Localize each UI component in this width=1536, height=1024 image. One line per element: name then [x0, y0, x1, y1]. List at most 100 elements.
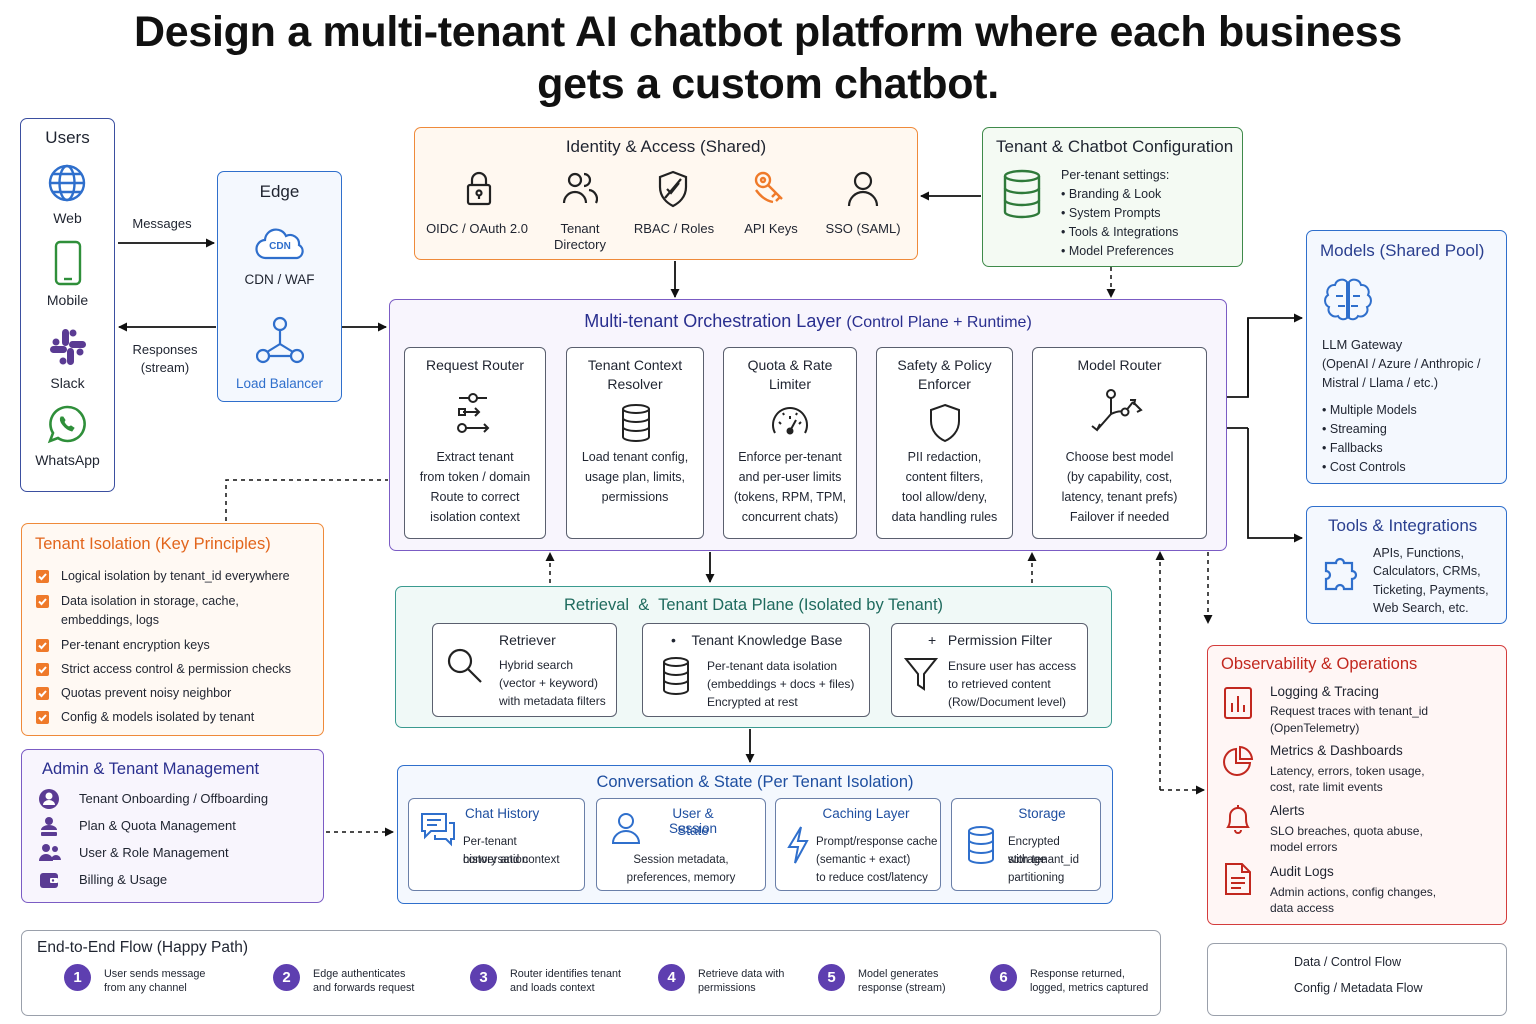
knowledge-base-card[interactable]: • Tenant Knowledge Base Per-tenant data … [642, 623, 870, 717]
tenant-context-title-2: Resolver [607, 376, 663, 392]
retrieval-title: Retrieval & Tenant Data Plane (Isolated … [563, 596, 944, 614]
config-item-branding: Branding & Look [1068, 187, 1162, 201]
admin-item-label[interactable]: Billing & Usage [79, 872, 168, 887]
identity-rbac-label[interactable]: RBAC / Roles [633, 221, 715, 236]
models-gateway[interactable]: LLM Gateway [1322, 337, 1403, 352]
user-session-card[interactable]: User & Session State Session metadata, p… [596, 798, 766, 891]
identity-apikeys-label[interactable]: API Keys [744, 221, 798, 236]
users-slack-label[interactable]: Slack [50, 375, 85, 391]
onboarding-icon [38, 788, 60, 815]
checkbox-icon [36, 687, 49, 700]
admin-item-label[interactable]: User & Role Management [79, 845, 229, 860]
permission-filter-card[interactable]: + Permission Filter Ensure user has acce… [891, 623, 1088, 717]
flow-step-text: Response returned, [1030, 968, 1125, 980]
caching-layer-card[interactable]: Caching Layer Prompt/response cache (sem… [775, 798, 941, 891]
model-router-card[interactable]: Model Router Choose best model (by capab… [1032, 347, 1207, 539]
card-line: Extract tenant [436, 450, 514, 464]
flow-step-text: response (stream) [858, 982, 946, 994]
users-whatsapp-label[interactable]: WhatsApp [35, 452, 100, 468]
card-line: Prompt/response cache [816, 836, 938, 848]
gauge-icon [770, 403, 810, 439]
tools-line: APIs, Functions, [1373, 546, 1465, 560]
tools-panel: Tools & Integrations APIs, Functions, Ca… [1306, 506, 1507, 624]
flow-step-text: permissions [698, 982, 756, 994]
bell-icon [1223, 803, 1253, 835]
config-lead: Per-tenant settings: [1061, 168, 1170, 182]
messages-label: Messages [132, 216, 192, 231]
identity-tenant-label[interactable]: Tenant [560, 221, 600, 236]
request-router-card[interactable]: Request Router Extract tenant from token… [404, 347, 546, 539]
brain-icon [1324, 276, 1372, 324]
permission-filter-title: + Permission Filter [928, 632, 1052, 648]
card-line: history and context [463, 854, 560, 866]
card-line: data handling rules [891, 510, 998, 524]
edge-panel: Edge CDN CDN / WAF Load Balancer [217, 171, 342, 402]
card-line: isolation context [430, 510, 520, 524]
card-line: partitioning [1008, 872, 1065, 884]
storage-card[interactable]: Storage Encrypted storage with tenant_id… [951, 798, 1101, 891]
chat-history-title: Chat History [465, 806, 540, 821]
load-balancer-label[interactable]: Load Balancer [235, 376, 324, 391]
card-line: and per-user limits [738, 470, 842, 484]
card-line: Hybrid search [499, 658, 574, 672]
shield-icon [657, 170, 689, 208]
puzzle-icon [1322, 551, 1364, 593]
card-line: Enforce per-tenant [738, 450, 842, 464]
storage-title: Storage [1018, 806, 1066, 821]
card-line: (by capability, cost, [1066, 470, 1173, 484]
retriever-card[interactable]: Retriever Hybrid search (vector + keywor… [432, 623, 617, 717]
config-title: Tenant & Chatbot Configuration [996, 137, 1234, 156]
isolation-item-text: Config & models isolated by tenant [61, 710, 255, 724]
card-line: Load tenant config, [581, 450, 689, 464]
identity-sso-label[interactable]: SSO (SAML) [825, 221, 901, 236]
session-title: User & Session [668, 806, 718, 836]
flow-step-text: Model generates [858, 968, 939, 980]
obs-line: model errors [1270, 840, 1338, 854]
session-title-2: State [677, 823, 709, 838]
flow-step-text: logged, metrics captured [1030, 982, 1149, 994]
search-icon [445, 646, 485, 686]
tenant-context-card[interactable]: Tenant Context Resolver Load tenant conf… [566, 347, 704, 539]
lock-icon [465, 170, 493, 206]
pie-chart-icon [1222, 745, 1254, 777]
checkbox-icon [36, 570, 49, 583]
flow-step-number: 4 [658, 964, 685, 991]
chat-history-card[interactable]: Chat History Per-tenant conversation his… [408, 798, 585, 891]
legend-panel: Data / Control Flow Config / Metadata Fl… [1207, 943, 1507, 1016]
card-line: latency, tenant prefs) [1061, 490, 1178, 504]
card-line: Choose best model [1065, 450, 1174, 464]
obs-line: Admin actions, config changes, [1270, 885, 1437, 899]
users-web-label[interactable]: Web [53, 210, 82, 226]
obs-line: (OpenTelemetry) [1270, 721, 1360, 735]
card-line: Route to correct [430, 490, 520, 504]
chat-bubbles-icon [419, 811, 457, 849]
safety-policy-card[interactable]: Safety & Policy Enforcer PII redaction, … [876, 347, 1013, 539]
admin-item-label[interactable]: Plan & Quota Management [79, 818, 236, 833]
quota-limiter-card[interactable]: Quota & Rate Limiter Enforce per-tenant … [723, 347, 857, 539]
isolation-item-text: Logical isolation by tenant_id everywher… [61, 569, 290, 583]
models-item-cost: Cost Controls [1329, 460, 1406, 474]
dashed-isolation-orch [225, 479, 388, 521]
legend-dashed-label: Config / Metadata Flow [1294, 981, 1423, 995]
caching-title: Caching Layer [822, 806, 910, 821]
arrow-orch-tools [1247, 428, 1303, 543]
users-mobile-label[interactable]: Mobile [46, 292, 89, 308]
title-line-1: Design a multi-tenant AI chatbot platfor… [134, 8, 1402, 56]
models-item: • Multiple Models [1322, 403, 1417, 417]
identity-oidc-label[interactable]: OIDC / OAuth 2.0 [426, 221, 528, 236]
isolation-item-text: Per-tenant encryption keys [61, 638, 210, 652]
plan-icon [38, 815, 60, 842]
admin-item-label[interactable]: Tenant Onboarding / Offboarding [79, 791, 269, 806]
models-providers-2: Mistral / Llama / etc.) [1322, 376, 1438, 390]
flow-step-number: 3 [470, 964, 497, 991]
cdn-badge: CDN [269, 241, 291, 252]
card-line: preferences, memory [626, 872, 736, 884]
card-line: (embeddings + docs + files) [707, 677, 855, 691]
identity-directory-label[interactable]: Directory [553, 237, 606, 252]
config-item: • Tools & Integrations [1061, 225, 1179, 239]
card-line: Per-tenant data isolation [707, 659, 838, 673]
cdn-cloud-icon [254, 224, 306, 262]
flow-step-text: from any channel [104, 982, 187, 994]
cdn-label[interactable]: CDN / WAF [244, 272, 315, 287]
card-line: to reduce cost/latency [816, 872, 928, 884]
